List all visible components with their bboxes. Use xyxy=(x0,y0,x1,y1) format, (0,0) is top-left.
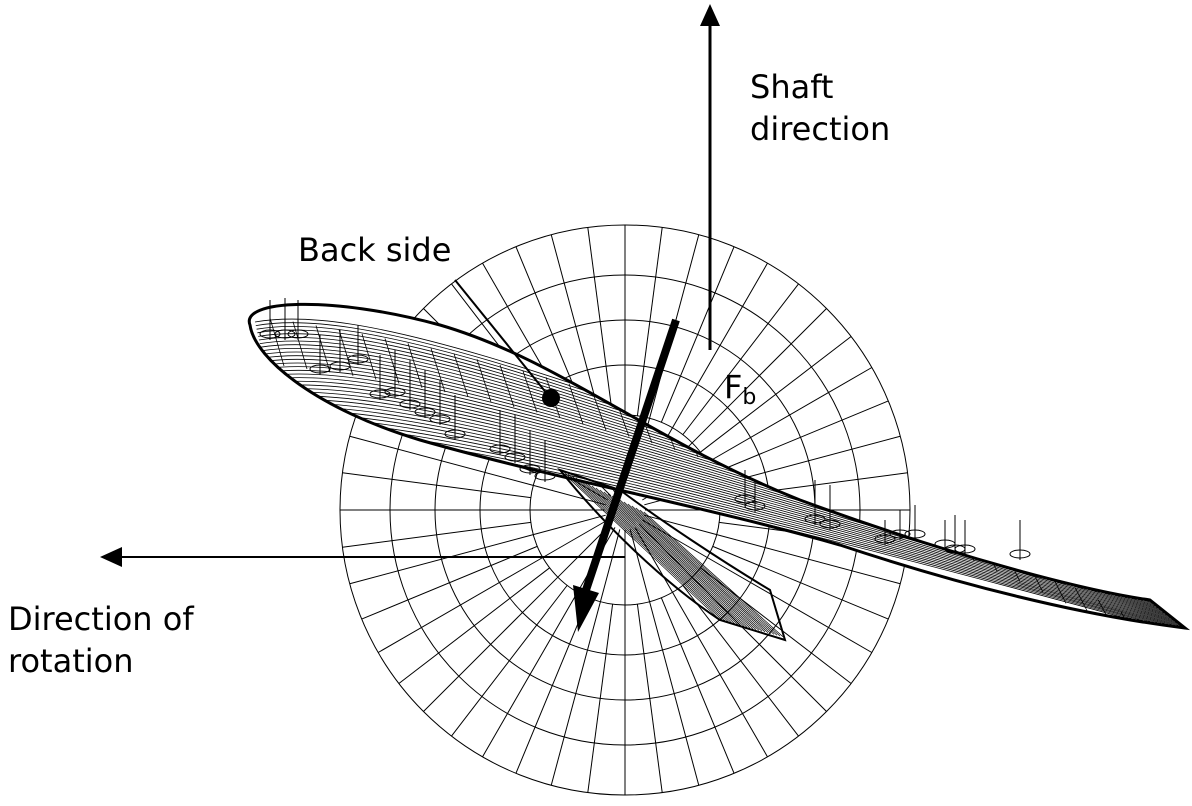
shaft-direction-arrow xyxy=(700,4,720,350)
direction-of-rotation-label-line1: Direction of xyxy=(8,600,194,638)
force-fb-arrow xyxy=(573,318,680,632)
back-side-label: Back side xyxy=(298,229,451,271)
shaft-direction-label-line1: Shaft xyxy=(750,68,834,106)
force-fb-label: Fb xyxy=(724,366,756,419)
back-side-point xyxy=(542,389,560,407)
direction-of-rotation-label-line2: rotation xyxy=(8,642,134,680)
direction-of-rotation-label: Direction of rotation xyxy=(8,598,194,682)
shaft-direction-label: Shaft direction xyxy=(750,66,890,150)
force-symbol: F xyxy=(724,368,743,406)
pressure-vectors xyxy=(259,298,1031,560)
force-subscript: b xyxy=(742,385,757,410)
rotation-direction-arrow xyxy=(100,547,625,567)
back-side-label-text: Back side xyxy=(298,231,452,269)
shaft-direction-label-line2: direction xyxy=(750,110,891,148)
back-side-leader xyxy=(454,279,560,407)
